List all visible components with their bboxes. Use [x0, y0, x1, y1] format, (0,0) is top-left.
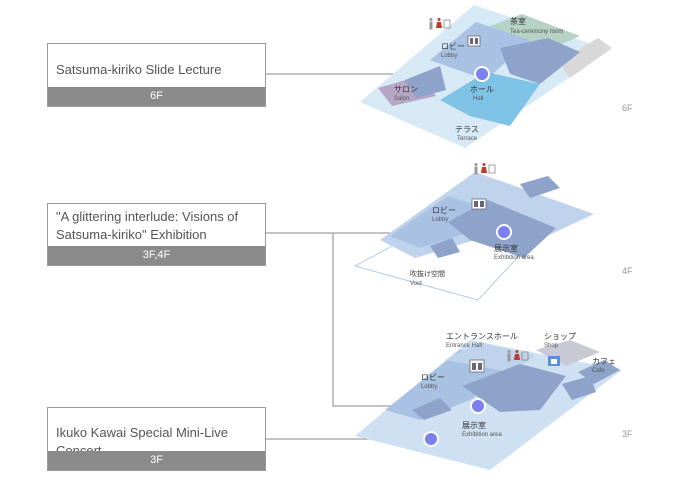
floor-label-4f: 4F	[622, 266, 633, 276]
event-box-slide-lecture: Satsuma-kiriko Slide Lecture 6F	[47, 43, 266, 107]
room-3f-exhibition	[462, 364, 566, 412]
event-floor: 3F	[48, 451, 265, 470]
room-4f-small	[430, 238, 460, 258]
label-4f-void-ja: 吹抜け空間	[410, 269, 445, 278]
event-box-exhibition: "A glittering interlude: Visions of Sats…	[47, 203, 266, 266]
floor-label-6f: 6F	[622, 103, 633, 113]
event-title: Satsuma-kiriko Slide Lecture	[56, 62, 222, 77]
label-6f-salon-en: Salon	[394, 96, 409, 102]
label-6f-terrace-en: Terrace	[457, 136, 478, 142]
label-3f-entrance-en: Entrance Hall	[446, 343, 482, 349]
label-6f-terrace-ja: テラス	[455, 125, 479, 134]
label-3f-entrance-ja: エントランスホール	[446, 332, 518, 341]
event-marker-3f-exhibition	[470, 398, 486, 414]
label-4f-exhibition-en: Exhibition area	[494, 255, 534, 261]
label-6f-lobby-en: Lobby	[441, 53, 457, 59]
label-6f-tea-ja: 茶室	[510, 16, 526, 26]
floor-4f	[353, 172, 594, 301]
event-floor: 6F	[48, 87, 265, 106]
label-6f-hall-en: Hall	[473, 96, 483, 102]
icons-3f	[423, 350, 560, 447]
label-4f-lobby-en: Lobby	[432, 217, 448, 223]
room-3f-shop	[536, 340, 600, 366]
label-3f-cafe-ja: カフェ	[592, 357, 616, 366]
label-4f-exhibition-ja: 展示室	[494, 243, 518, 253]
label-6f-tea-en: Tea-ceremony room	[510, 29, 563, 35]
icons-4f	[471, 163, 512, 240]
label-3f-lobby-en: Lobby	[421, 384, 437, 390]
event-floor: 3F,4F	[48, 246, 265, 265]
event-box-concert: Ikuko Kawai Special Mini-Live Concert 3F	[47, 407, 266, 471]
label-4f-lobby-ja: ロビー	[432, 206, 456, 215]
elevator-icon	[471, 198, 487, 210]
restroom-icon	[507, 350, 529, 362]
room-3f-entrance	[445, 342, 535, 372]
room-6f-gray	[558, 38, 612, 78]
label-6f-hall-ja: ホール	[470, 85, 494, 94]
restroom-icon	[474, 163, 496, 175]
restroom-icon	[429, 18, 451, 30]
label-3f-exhibition-ja: 展示室	[462, 420, 486, 430]
label-3f-exhibition-en: Exhibition area	[462, 432, 502, 438]
room-6f-strip	[405, 66, 446, 98]
label-6f-lobby-ja: ロビー	[441, 42, 465, 51]
event-marker-3f-concert	[423, 431, 439, 447]
label-4f-void-en: Void	[410, 281, 422, 287]
room-6f-hall	[440, 72, 540, 126]
floor-3f	[355, 340, 622, 470]
elevator-icon	[467, 35, 481, 47]
elevator-icon	[469, 359, 485, 373]
room-3f-side	[562, 376, 596, 400]
shop-bag-icon	[548, 356, 560, 366]
label-6f-salon-ja: サロン	[394, 85, 418, 94]
labels-4f: ロビー Lobby 展示室 Exhibition area 吹抜け空間 Void	[410, 206, 534, 287]
label-3f-shop-ja: ショップ	[544, 332, 576, 341]
labels-3f: エントランスホール Entrance Hall ショップ Shop カフェ Ca…	[421, 332, 616, 438]
event-marker-4f	[496, 224, 512, 240]
labels-6f: 茶室 Tea-ceremony room ロビー Lobby サロン Salon…	[394, 16, 563, 142]
icons-6f	[429, 18, 490, 82]
room-3f-small	[412, 398, 452, 420]
floor-label-3f: 3F	[622, 429, 633, 439]
event-title: "A glittering interlude: Visions of Sats…	[56, 209, 239, 242]
room-6f-lobby	[430, 22, 530, 80]
label-3f-cafe-en: Cafe	[592, 368, 605, 374]
room-4f-corner	[520, 176, 560, 198]
event-marker-6f	[474, 66, 490, 82]
room-6f-dark	[500, 38, 580, 84]
floor-3f-plate	[355, 340, 622, 470]
label-3f-lobby-ja: ロビー	[421, 373, 445, 382]
label-3f-shop-en: Shop	[544, 343, 559, 349]
